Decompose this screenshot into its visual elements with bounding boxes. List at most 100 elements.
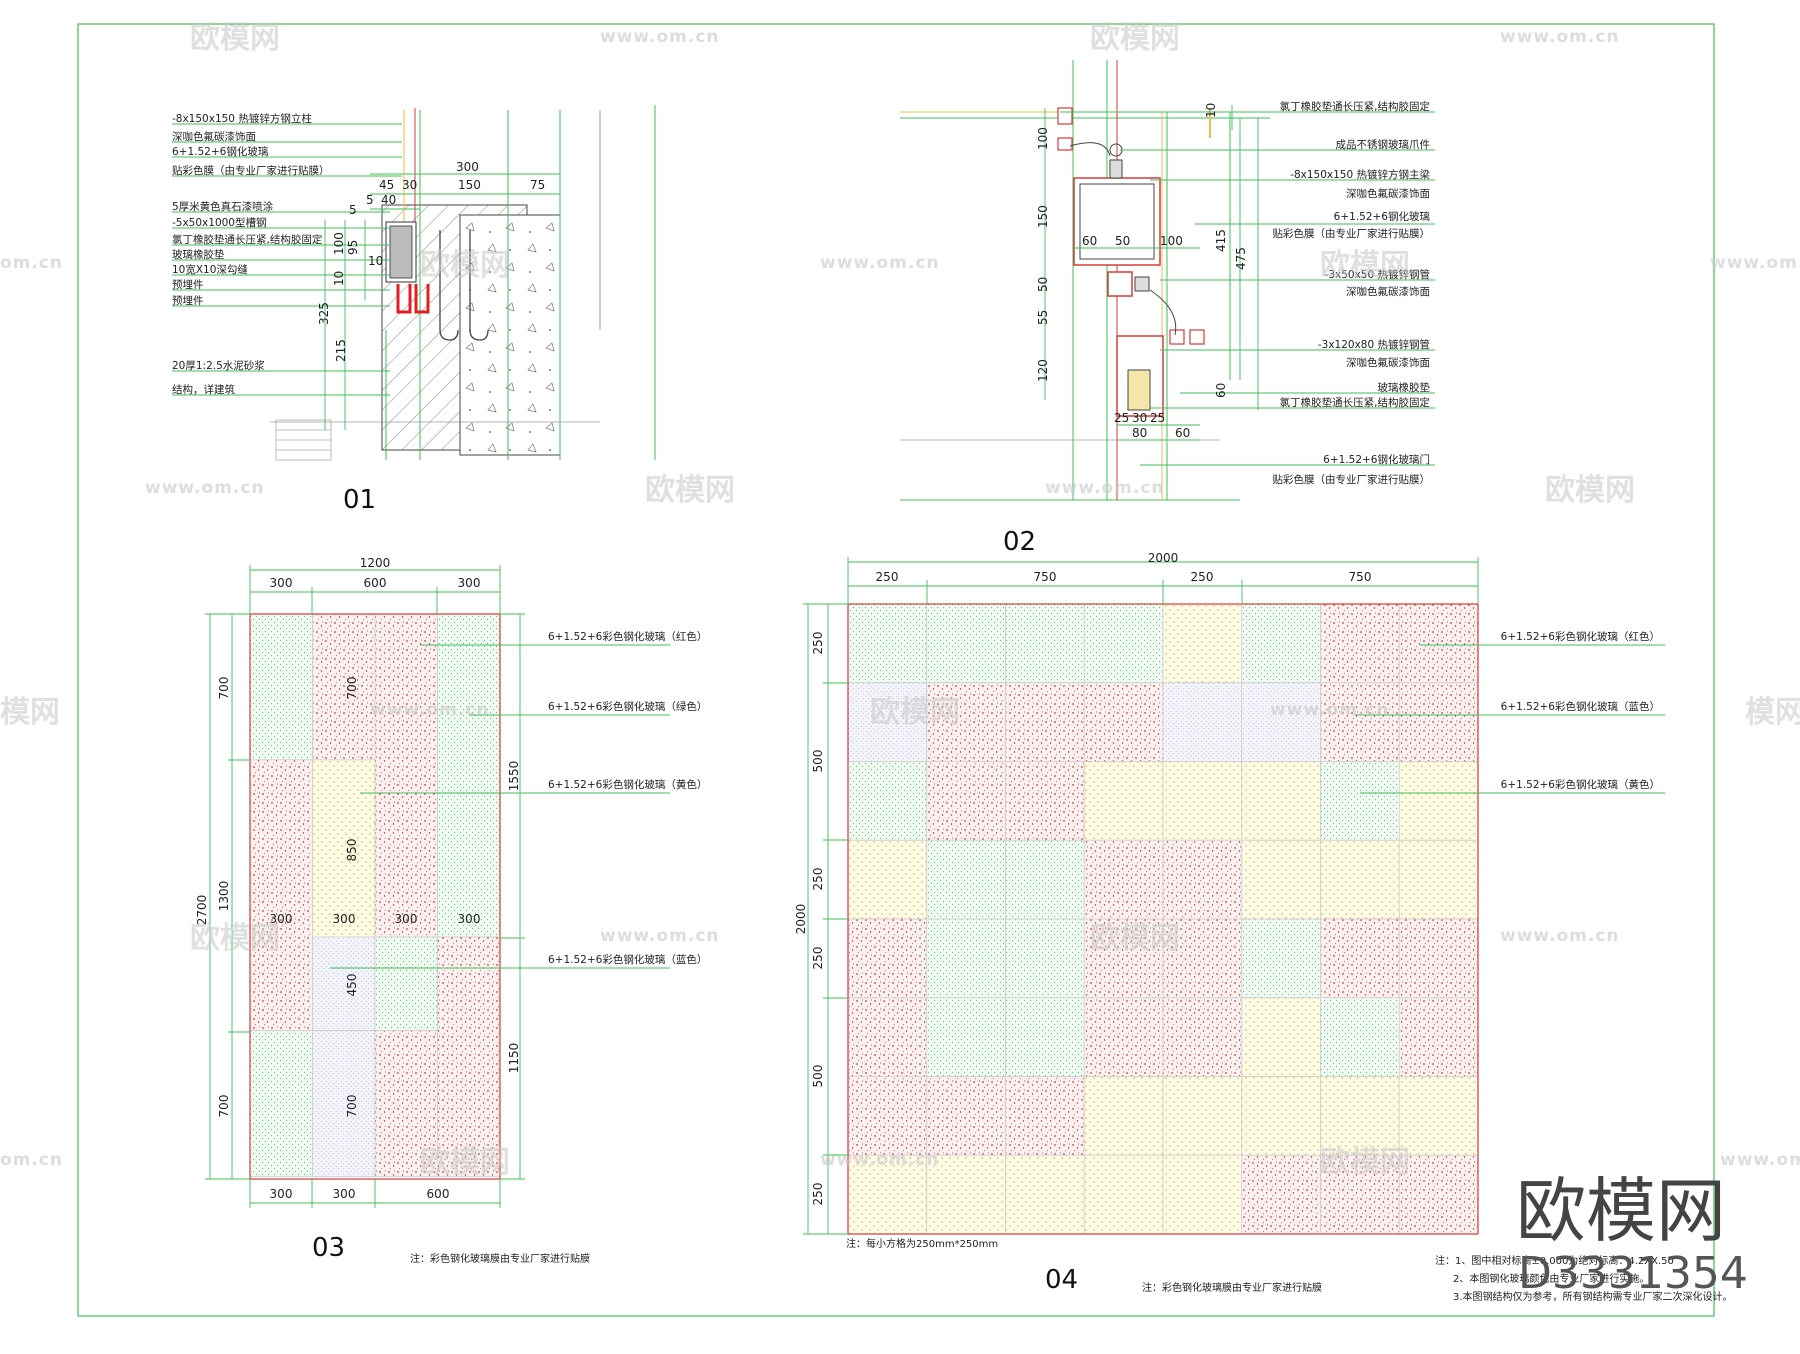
glass-tile — [1241, 918, 1321, 999]
detail-02-annotations: 氯丁橡胶垫通长压紧,结构胶固定 成品不锈钢玻璃爪件 -8x150x150 热镀锌… — [1003, 100, 1430, 557]
d03-note: 注：彩色钢化玻璃膜由专业厂家进行贴膜 — [410, 1252, 590, 1265]
d03-dim-bottom: 300 — [333, 1187, 356, 1201]
watermark-url: www.om.cn — [600, 27, 720, 47]
detail-03-annotations: 1200 300 600 300 300 300 300 300 300 300… — [195, 556, 707, 1265]
glass-tile — [1398, 839, 1479, 920]
watermark-url-short: om.cn — [0, 1150, 63, 1170]
glass-tile — [1320, 997, 1400, 1077]
d04-dim-top: 250 — [876, 570, 899, 584]
glass-tile — [1083, 997, 1164, 1077]
watermark-brand: 欧模网 — [190, 921, 280, 956]
watermark-url: www.om.cn — [820, 253, 940, 273]
watermark-url: www.om.cn — [820, 1150, 940, 1170]
d01-label-8: 玻璃橡胶垫 — [172, 248, 225, 261]
glass-panel — [374, 1030, 438, 1177]
glass-tile — [1083, 761, 1164, 841]
watermark-url: www.om.cn — [1710, 253, 1800, 273]
detail-01-section — [270, 105, 656, 461]
glass-tile — [1241, 839, 1321, 920]
watermark-brand: 欧模网 — [1090, 921, 1180, 956]
detail-03-title: 03 — [312, 1233, 345, 1263]
d03-dim-left: 2700 — [195, 895, 209, 926]
general-notes: 注：1、图中相对标高±0.000为绝对标高：4.2XX.50 2、本图钢化玻璃颜… — [1435, 1254, 1733, 1303]
d02-label-2: 成品不锈钢玻璃爪件 — [1336, 138, 1431, 151]
glass-panel — [249, 1030, 313, 1177]
glass-tile — [1005, 918, 1085, 999]
concrete-wall — [459, 214, 561, 456]
dimension-lines — [172, 105, 1665, 1235]
glass-tile — [1320, 603, 1400, 684]
d04-dim-left: 500 — [811, 750, 825, 773]
d01-dim: 10 — [332, 271, 346, 286]
d01-dim: 215 — [334, 339, 348, 362]
glass-tile — [1241, 1076, 1321, 1156]
d01-label-5: 5厚米黄色真石漆喷涂 — [172, 200, 274, 213]
glass-tile — [1241, 1154, 1321, 1235]
d02-label-14: 贴彩色膜（由专业厂家进行贴膜） — [1273, 473, 1431, 486]
watermark-url: www.om.cn — [370, 700, 490, 720]
d04-dim-top: 750 — [1349, 570, 1372, 584]
glass-panel — [249, 759, 313, 1032]
d01-label-2: 深咖色氟碳漆饰面 — [172, 130, 256, 143]
glass-tile — [1398, 761, 1479, 841]
d01-label-4: 贴彩色膜（由专业厂家进行贴膜） — [172, 164, 330, 177]
d02-dim: 10 — [1204, 103, 1218, 118]
watermark-url: www.om.cn — [1045, 478, 1165, 498]
d01-label-10: 预埋件 — [172, 279, 204, 291]
d03-dim-inner: 700 — [345, 677, 359, 700]
watermark-layer: 欧模网 欧模网 www.om.cn www.om.cn 欧模网 欧模网 om.c… — [0, 21, 1800, 1180]
glass-tile — [1241, 761, 1321, 841]
drawing-frame — [77, 23, 1715, 1317]
glass-tile — [847, 1154, 928, 1235]
glass-tile — [1162, 839, 1243, 920]
glass-tile — [847, 761, 928, 841]
detail-01-title: 01 — [343, 485, 376, 515]
glass-tile — [1241, 603, 1321, 684]
d02-label-4: 深咖色氟碳漆饰面 — [1346, 187, 1430, 200]
d03-callout-yellow: 6+1.52+6彩色钢化玻璃（黄色） — [548, 778, 707, 791]
d02-dim: 60 — [1214, 383, 1228, 398]
d01-label-11: 预埋件 — [172, 295, 204, 307]
glass-tile — [847, 603, 928, 684]
d04-callout-red: 6+1.52+6彩色钢化玻璃（红色） — [1501, 630, 1660, 643]
d02-label-9: -3x120x80 热镀锌钢管 — [1318, 338, 1430, 351]
d01-dim: 40 — [381, 193, 396, 207]
d02-dim: 475 — [1234, 247, 1248, 270]
d03-dim-right: 1150 — [507, 1043, 521, 1074]
d03-dim-mid: 300 — [395, 912, 418, 926]
d02-label-1: 氯丁橡胶垫通长压紧,结构胶固定 — [1280, 100, 1431, 113]
d02-label-12: 氯丁橡胶垫通长压紧,结构胶固定 — [1280, 396, 1431, 409]
glass-tile — [926, 761, 1006, 841]
d01-dim: 100 — [332, 232, 346, 255]
glass-tile — [1083, 682, 1164, 762]
glass-tile — [1320, 839, 1400, 920]
d02-dim: 55 — [1036, 310, 1050, 325]
d02-dim: 60 — [1082, 234, 1097, 248]
d02-label-5: 6+1.52+6钢化玻璃 — [1334, 210, 1430, 223]
d01-label-9: 10宽X10深勾缝 — [172, 263, 248, 276]
detail-04-annotations: 2000 250 750 250 750 2000 250 500 250 25… — [794, 551, 1660, 1295]
glass-tile — [847, 997, 928, 1077]
glass-tile — [1005, 1076, 1085, 1156]
d01-dim: 5 — [366, 193, 374, 207]
corner-id: D3331354 — [1518, 1248, 1748, 1299]
d01-label-1: -8x150x150 热镀锌方钢立柱 — [172, 112, 312, 125]
d04-dim-left: 2000 — [794, 904, 808, 935]
general-note-1: 注：1、图中相对标高±0.000为绝对标高：4.2XX.50 — [1435, 1254, 1674, 1267]
glass-tile — [1320, 682, 1400, 762]
glass-tile — [1005, 682, 1085, 762]
d02-dim: 100 — [1036, 127, 1050, 150]
detail-01-annotations: -8x150x150 热镀锌方钢立柱 深咖色氟碳漆饰面 6+1.52+6钢化玻璃… — [172, 112, 545, 515]
d02-label-11: 玻璃橡胶垫 — [1378, 381, 1431, 394]
glass-tile — [1241, 682, 1321, 762]
watermark-brand: 欧模网 — [1320, 1145, 1410, 1180]
detail-02-section — [900, 60, 1270, 501]
detail-04-elevation — [847, 603, 1479, 1235]
watermark-brand: 欧模网 — [420, 1145, 510, 1180]
d04-dim-top: 750 — [1034, 570, 1057, 584]
glass-tile — [1320, 1076, 1400, 1156]
glass-tile — [1005, 997, 1085, 1077]
d01-label-3: 6+1.52+6钢化玻璃 — [172, 145, 268, 158]
d04-note: 注：彩色钢化玻璃膜由专业厂家进行贴膜 — [1142, 1281, 1322, 1294]
